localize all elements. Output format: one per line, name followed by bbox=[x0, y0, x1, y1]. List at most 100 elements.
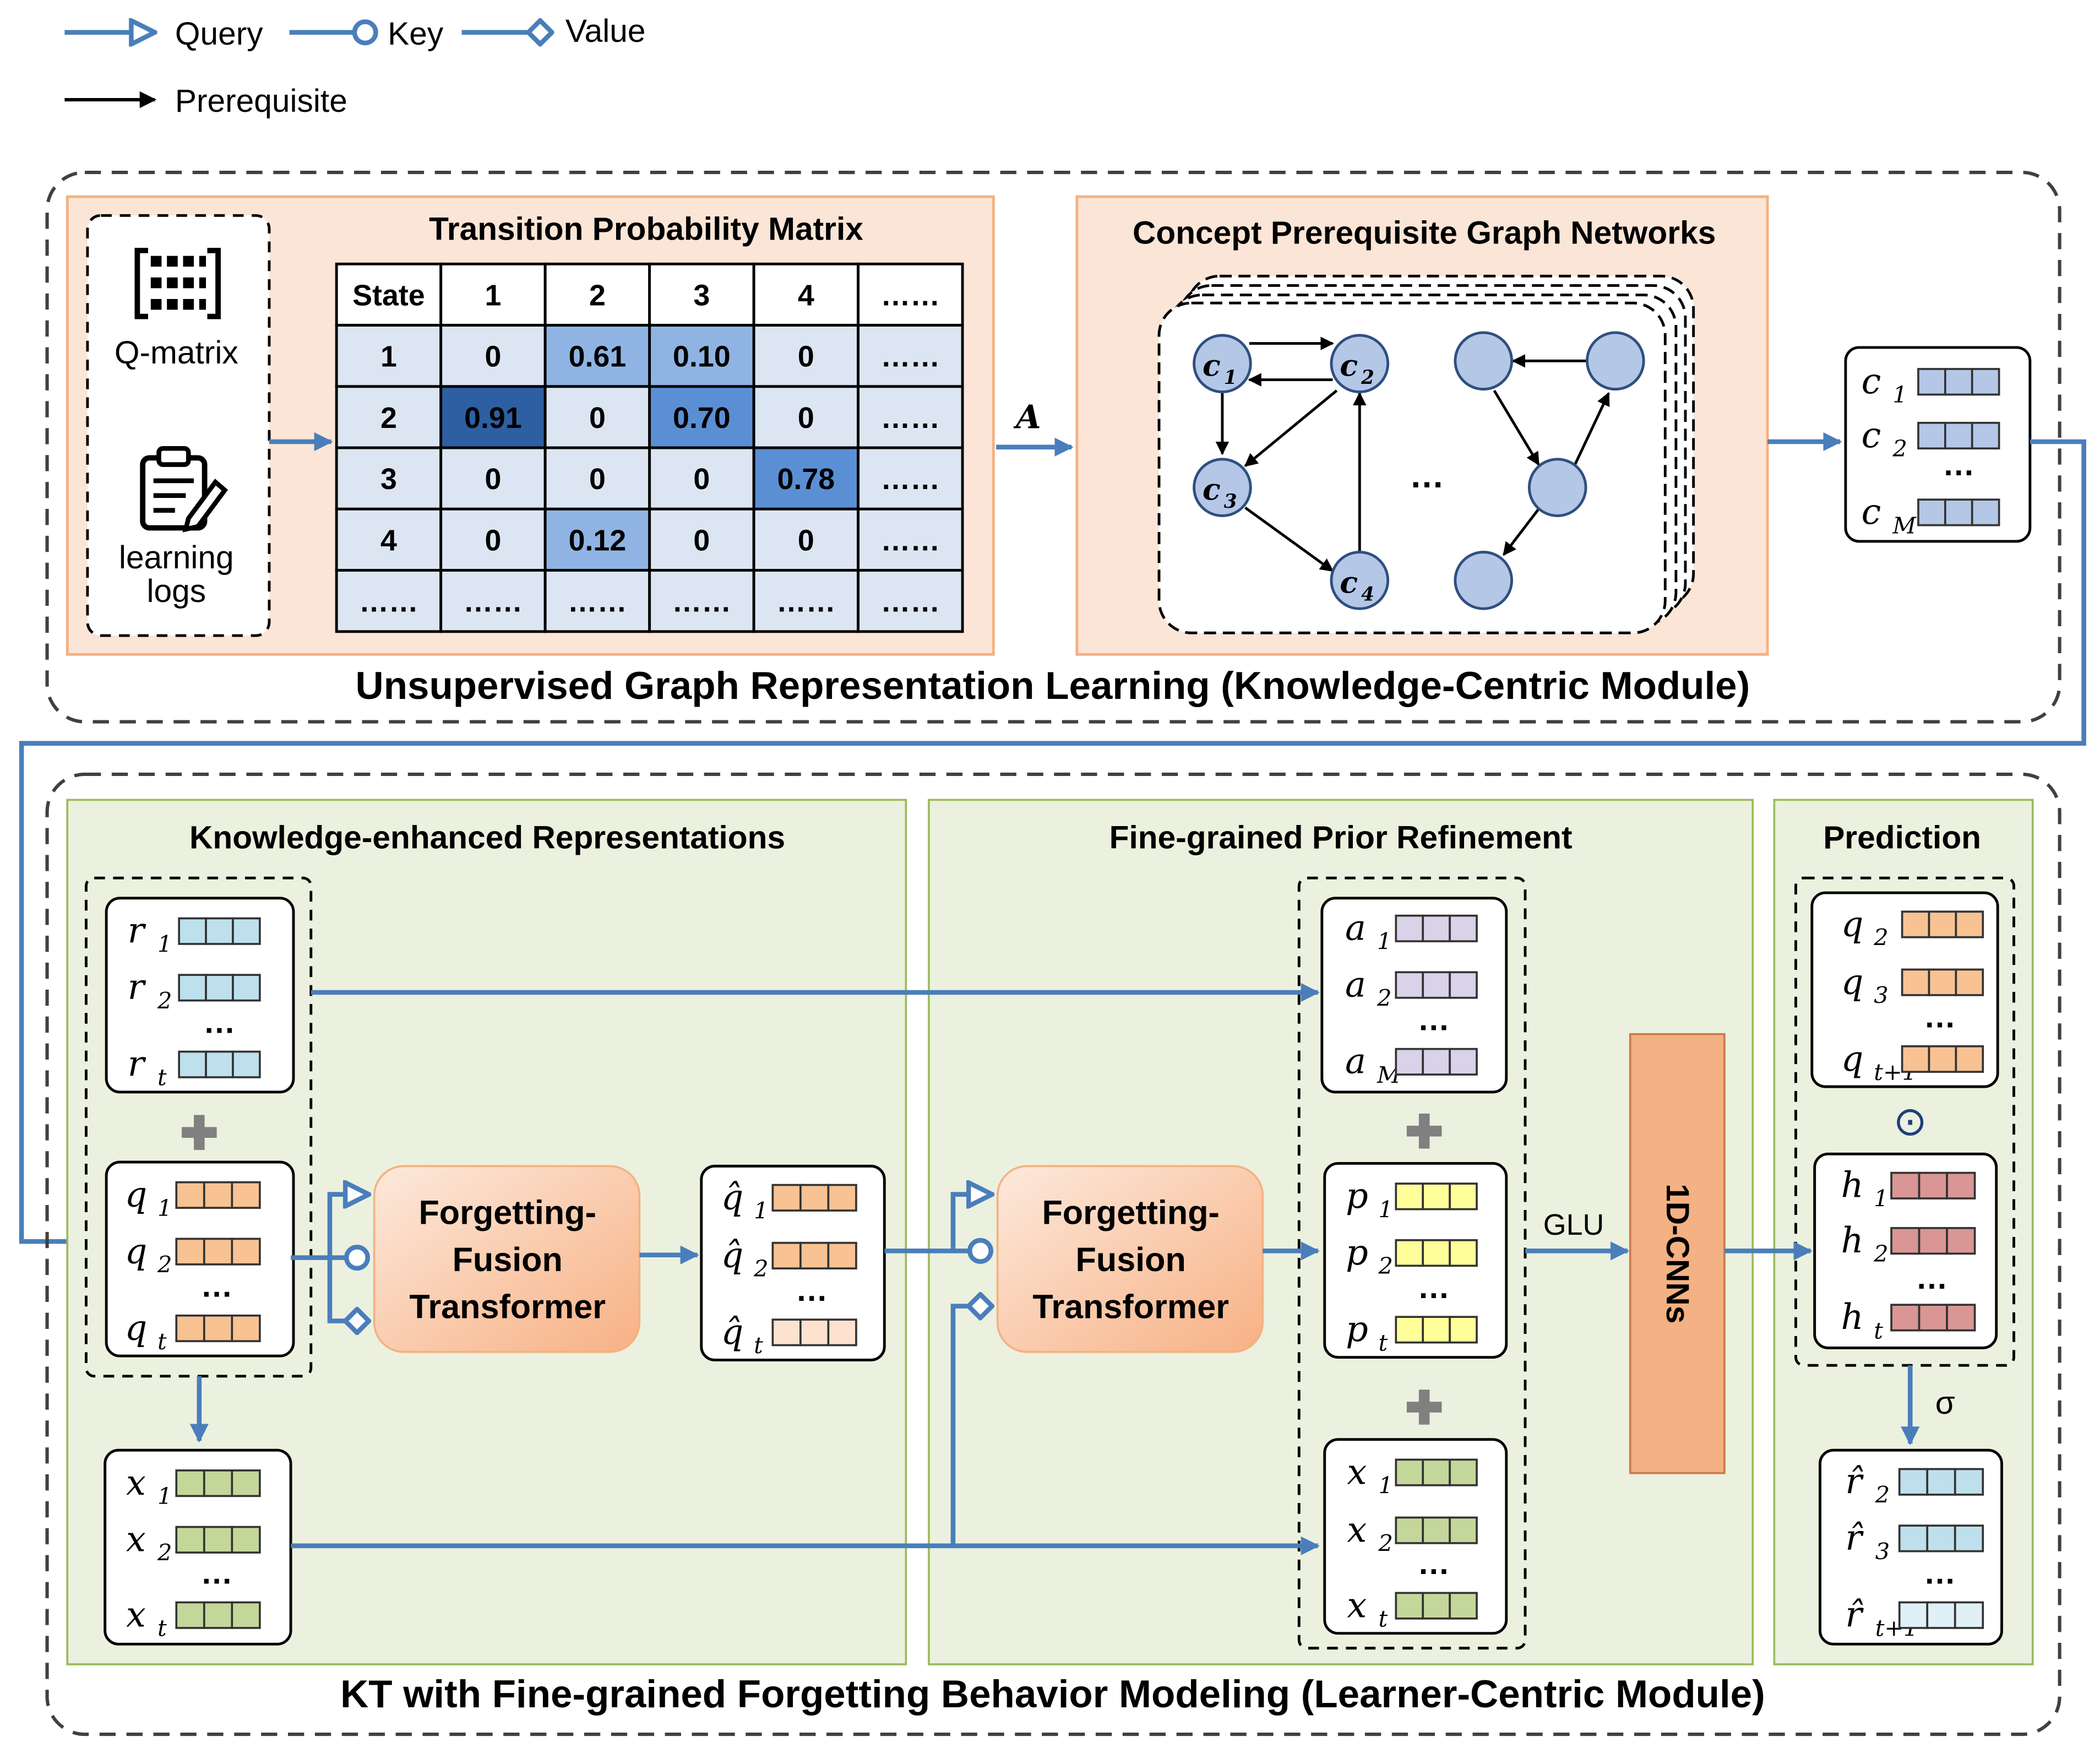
predicted-response-embedding-ellipsis: … bbox=[1924, 1555, 1956, 1591]
vector-cell bbox=[1422, 971, 1451, 999]
vector-cell bbox=[827, 1318, 857, 1347]
vector-cell bbox=[1926, 1468, 1956, 1496]
vector-cell bbox=[1944, 421, 1973, 450]
vector-cell bbox=[175, 1526, 205, 1554]
vector-cell bbox=[1944, 498, 1973, 527]
attention-embedding-ellipsis: … bbox=[1417, 1001, 1450, 1037]
plus-sign-ap bbox=[1406, 1114, 1442, 1149]
matrix-value: …… bbox=[776, 585, 836, 618]
matrix-cell bbox=[439, 507, 547, 572]
vector-cell bbox=[1395, 1516, 1424, 1544]
refinement-interaction-embedding-subscript: 1 bbox=[1379, 1472, 1393, 1499]
response-embedding-vector bbox=[178, 974, 261, 1002]
graph-node-unlabeled-2 bbox=[1586, 331, 1645, 391]
vector-cell bbox=[1917, 421, 1946, 450]
response-embedding-subscript: 1 bbox=[157, 931, 172, 958]
refinement-interaction-embedding-subscript: 2 bbox=[1378, 1530, 1393, 1557]
question-embedding-label: q bbox=[125, 1174, 148, 1215]
matrix-value: 0.78 bbox=[777, 463, 835, 496]
hidden-state-embedding-subscript: 1 bbox=[1874, 1185, 1888, 1212]
vector-cell bbox=[232, 917, 261, 945]
vector-cell bbox=[1449, 1047, 1478, 1076]
hidden-state-embedding-subscript: t bbox=[1874, 1317, 1883, 1344]
next-question-embedding-subscript: 2 bbox=[1873, 924, 1888, 951]
hidden-state-embedding-subscript: 2 bbox=[1873, 1240, 1888, 1267]
concept-node-c4-sub: 4 bbox=[1361, 584, 1374, 606]
question-embedding-vector bbox=[175, 1314, 261, 1343]
vector-cell bbox=[1926, 1524, 1956, 1553]
concept-node-c4: c 4 bbox=[1330, 551, 1390, 610]
refined-question-embedding-label: q̂ bbox=[721, 1177, 744, 1218]
interaction-embedding-label: x bbox=[126, 1519, 146, 1560]
matrix-header-label: …… bbox=[881, 279, 940, 312]
vector-cell bbox=[1954, 1524, 1984, 1553]
question-embedding-ellipsis: … bbox=[200, 1268, 233, 1304]
predicted-response-embedding-label: r̂ bbox=[1845, 1517, 1864, 1558]
next-question-embedding-vector bbox=[1901, 968, 1984, 996]
vector-cell bbox=[1898, 1468, 1929, 1496]
question-embedding-subscript: 2 bbox=[157, 1251, 172, 1278]
vector-cell bbox=[1890, 1171, 1921, 1199]
response-embedding-ellipsis: … bbox=[203, 1004, 236, 1040]
matrix-cell bbox=[752, 569, 860, 633]
stacked-graph-layers bbox=[1157, 274, 1695, 634]
matrix-value: …… bbox=[359, 585, 418, 618]
matrix-cell bbox=[857, 569, 964, 633]
predicted-response-embedding-vector bbox=[1898, 1524, 1984, 1553]
interaction-embedding-ellipsis: … bbox=[200, 1555, 233, 1591]
response-embedding-subscript: t bbox=[157, 1064, 167, 1091]
matrix-cell bbox=[335, 324, 443, 388]
vector-cell bbox=[1449, 1516, 1478, 1544]
response-embedding-vector bbox=[178, 1050, 261, 1078]
vector-cell bbox=[1449, 1592, 1478, 1620]
matrix-value: …… bbox=[881, 401, 940, 435]
vector-cell bbox=[205, 1050, 234, 1078]
bottom-module-border bbox=[45, 772, 2061, 1736]
vector-cell bbox=[1971, 368, 2000, 396]
vector-cell bbox=[1918, 1304, 1948, 1332]
vector-cell bbox=[203, 1314, 233, 1343]
concept-embedding-vector bbox=[1917, 498, 2000, 527]
vector-cell bbox=[175, 1237, 205, 1266]
matrix-value: 0 bbox=[485, 340, 501, 373]
legend-key-label: Key bbox=[388, 16, 444, 52]
question-embedding-vector bbox=[175, 1237, 261, 1266]
concept-node-c1-label: c bbox=[1203, 348, 1221, 383]
transformer-1-line3: Transformer bbox=[409, 1288, 606, 1326]
vector-cell bbox=[231, 1469, 261, 1497]
predicted-response-embedding-label: r̂ bbox=[1845, 1461, 1864, 1501]
hidden-state-embedding-label: h bbox=[1841, 1296, 1864, 1337]
matrix-header-label: 2 bbox=[589, 279, 606, 312]
vector-cell bbox=[1946, 1226, 1976, 1255]
matrix-value: …… bbox=[881, 524, 940, 557]
concept-embedding-subscript: M bbox=[1892, 512, 1917, 539]
refinement-interaction-embedding-label: x bbox=[1347, 1509, 1367, 1550]
matrix-value: 1 bbox=[380, 340, 397, 373]
matrix-value: 3 bbox=[380, 463, 397, 496]
vector-cell bbox=[175, 1181, 205, 1209]
vector-cell bbox=[1395, 1316, 1424, 1344]
concept-embedding-vector bbox=[1917, 368, 2000, 396]
hidden-state-embedding-vector bbox=[1890, 1304, 1976, 1332]
learning-logs-label-line1: learning bbox=[119, 540, 234, 576]
legend-query-label: Query bbox=[175, 16, 263, 52]
matrix-value: 0 bbox=[693, 524, 710, 557]
concept-embedding-label: c bbox=[1862, 361, 1881, 401]
vector-cell bbox=[175, 1601, 205, 1629]
vector-cell bbox=[203, 1237, 233, 1266]
vector-cell bbox=[175, 1314, 205, 1343]
vector-cell bbox=[799, 1318, 830, 1347]
refinement-interaction-embedding-vector bbox=[1395, 1516, 1478, 1544]
response-embedding-label: r bbox=[128, 1044, 146, 1084]
concept-node-c2: c 2 bbox=[1330, 334, 1390, 394]
qmatrix-icon bbox=[134, 247, 221, 319]
plus-sign-px bbox=[1406, 1390, 1442, 1425]
vector-cell bbox=[175, 1469, 205, 1497]
interaction-embedding-subscript: 1 bbox=[157, 1483, 172, 1510]
matrix-value: 0 bbox=[798, 524, 814, 557]
odot-operator: ⊙ bbox=[1894, 1099, 1927, 1144]
